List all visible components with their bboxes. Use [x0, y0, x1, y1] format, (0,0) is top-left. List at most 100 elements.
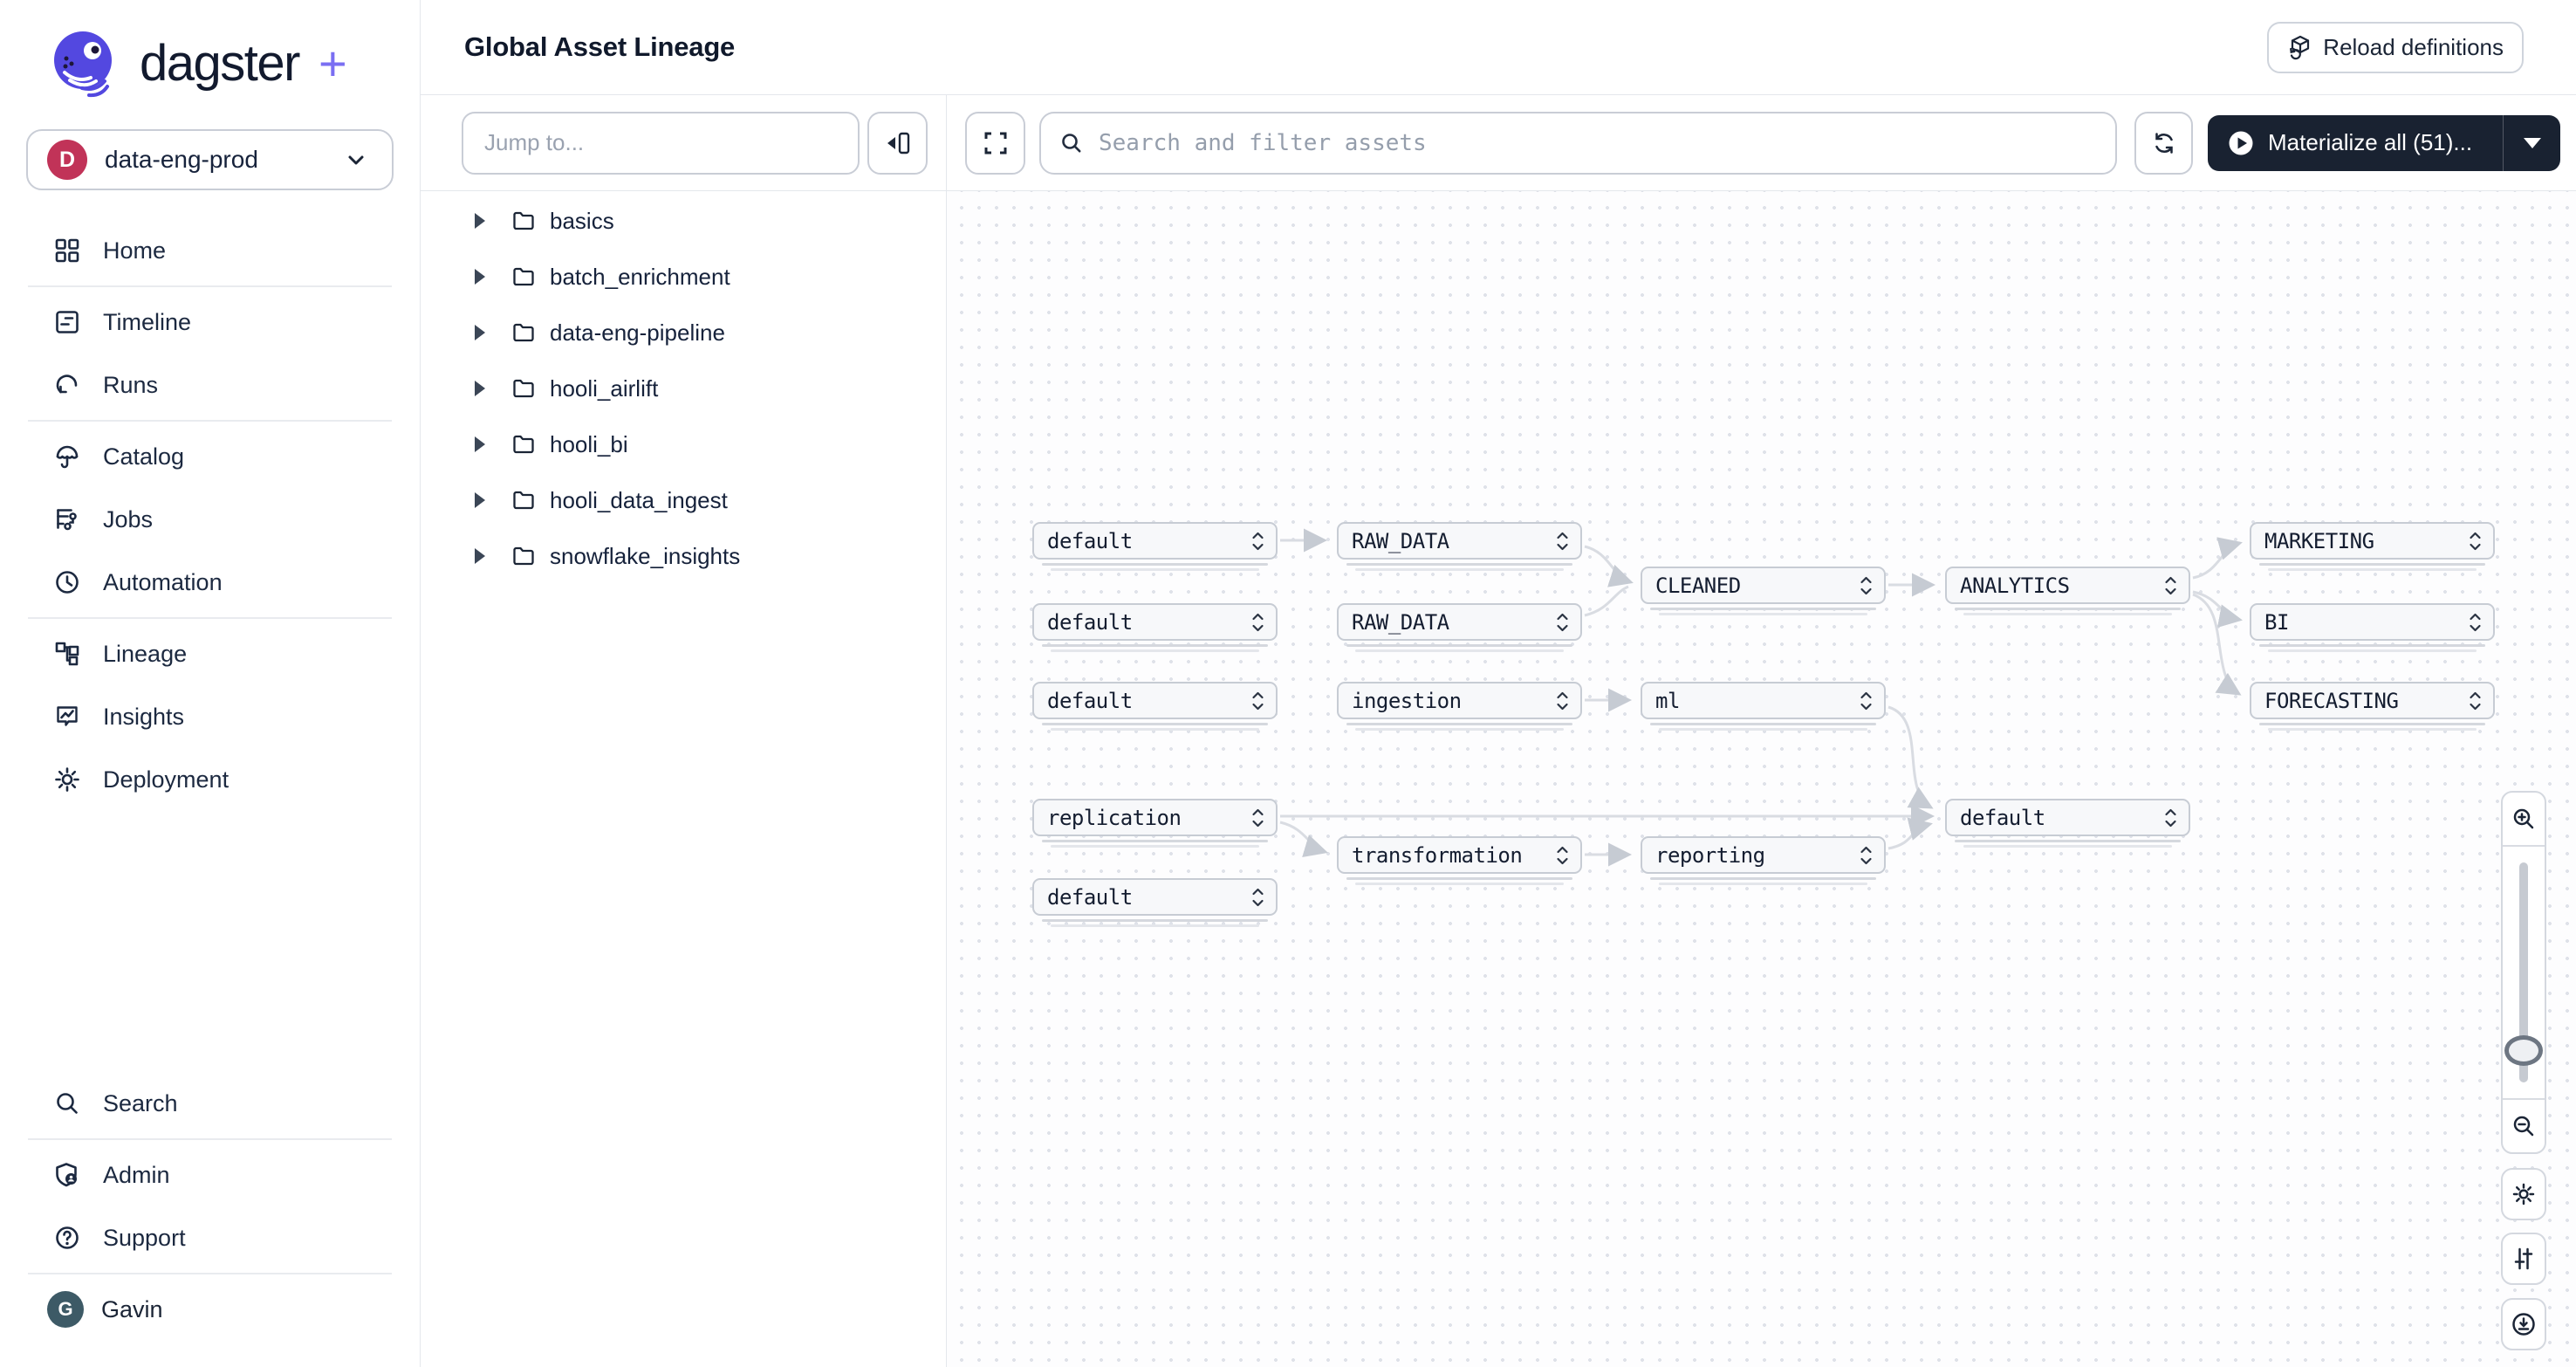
node-label: RAW_DATA [1352, 609, 1449, 635]
folder-icon [513, 267, 534, 286]
asset-group-node[interactable]: RAW_DATA [1337, 522, 1582, 571]
graph-toolbar: Materialize all (51)... [947, 95, 2576, 190]
asset-group-node[interactable]: default [1032, 682, 1278, 731]
zoom-slider-knob[interactable] [2504, 1035, 2543, 1066]
lineage-graph-canvas[interactable]: default RAW_DATA MARKETING CLEANED ANALY… [947, 191, 2576, 1367]
jobs-icon [57, 509, 77, 531]
sidebar-item-catalog[interactable]: Catalog [0, 425, 420, 488]
asset-group-node[interactable]: MARKETING [2250, 522, 2495, 571]
asset-group-tree: basics batch_enrichment data-eng-pipelin… [421, 191, 947, 1367]
sidebar-item-automation[interactable]: Automation [0, 551, 420, 614]
zoom-out-button[interactable] [2503, 1098, 2545, 1152]
chevron-down-icon [343, 147, 369, 173]
asset-group-node[interactable]: default [1032, 522, 1278, 571]
fullscreen-button[interactable] [965, 111, 1025, 175]
sidebar-item-search[interactable]: Search [0, 1072, 420, 1135]
asset-group-node[interactable]: ANALYTICS [1945, 567, 2190, 615]
asset-group-node[interactable]: transformation [1337, 836, 1582, 885]
sidebar-item-runs[interactable]: Runs [0, 354, 420, 416]
download-icon [2512, 1313, 2535, 1336]
node-label: default [1047, 884, 1133, 910]
asset-group-node[interactable]: default [1032, 603, 1278, 652]
asset-search-input[interactable] [1039, 111, 2117, 175]
download-graph-button[interactable] [2501, 1298, 2546, 1350]
unfold-icon [1557, 613, 1568, 631]
sidebar-item-admin[interactable]: Admin [0, 1144, 420, 1206]
caret-right-icon [475, 436, 485, 452]
tree-item-batch-enrichment[interactable]: batch_enrichment [421, 249, 946, 305]
asset-group-node[interactable]: replication [1032, 799, 1278, 848]
tree-item-hooli-data-ingest[interactable]: hooli_data_ingest [421, 472, 946, 528]
node-label: RAW_DATA [1352, 528, 1449, 553]
asset-group-node[interactable]: ingestion [1337, 682, 1582, 731]
deployment-switcher[interactable]: D data-eng-prod [26, 129, 394, 190]
clock-icon [56, 571, 79, 594]
insights-icon [57, 706, 78, 726]
asset-group-node[interactable]: FORECASTING [2250, 682, 2495, 731]
tree-item-data-eng-pipeline[interactable]: data-eng-pipeline [421, 305, 946, 361]
asset-group-node[interactable]: default [1945, 799, 2190, 848]
asset-group-node[interactable]: reporting [1641, 836, 1886, 885]
zoom-in-icon [2513, 808, 2534, 829]
unfold-icon [2470, 532, 2481, 550]
logo[interactable]: dagster + [44, 31, 420, 98]
catalog-icon [56, 445, 79, 469]
sidebar-item-label: Timeline [103, 308, 192, 335]
asset-group-node[interactable]: default [1032, 878, 1278, 927]
sidebar-item-deployment[interactable]: Deployment [0, 748, 420, 811]
collapse-panel-button[interactable] [867, 111, 928, 175]
asset-group-node[interactable]: ml [1641, 682, 1886, 731]
user-avatar: G [47, 1291, 84, 1328]
graph-settings-button[interactable] [2501, 1168, 2546, 1220]
sidebar-item-timeline[interactable]: Timeline [0, 291, 420, 354]
sidebar-item-label: Runs [103, 371, 159, 398]
tree-item-basics[interactable]: basics [421, 193, 946, 249]
tree-item-label: hooli_bi [550, 430, 628, 457]
help-icon [56, 1226, 79, 1249]
caret-right-icon [475, 492, 485, 508]
tree-item-snowflake-insights[interactable]: snowflake_insights [421, 528, 946, 584]
deployment-name: data-eng-prod [105, 146, 258, 173]
page-title: Global Asset Lineage [464, 31, 736, 62]
jump-to-input[interactable] [462, 111, 860, 175]
caret-right-icon [475, 269, 485, 285]
refresh-icon [2155, 132, 2173, 154]
sidebar-item-label: Jobs [103, 505, 154, 532]
sidebar-item-jobs[interactable]: Jobs [0, 488, 420, 551]
tree-item-hooli-airlift[interactable]: hooli_airlift [421, 361, 946, 416]
asset-group-node[interactable]: CLEANED [1641, 567, 1886, 615]
sidebar-item-label: Deployment [103, 766, 230, 793]
asset-search [1039, 111, 2117, 175]
sidebar-item-home[interactable]: Home [0, 219, 420, 282]
materialize-dropdown-button[interactable] [2503, 114, 2560, 171]
sidebar-nav: Home Timeline Runs [0, 219, 420, 1367]
divider [28, 285, 392, 287]
sidebar-item-lineage[interactable]: Lineage [0, 622, 420, 685]
node-label: ANALYTICS [1960, 573, 2070, 598]
user-menu[interactable]: G Gavin [0, 1278, 420, 1341]
sidebar-item-insights[interactable]: Insights [0, 685, 420, 748]
deployment-avatar: D [47, 140, 87, 180]
brand-wordmark: dagster [140, 34, 300, 92]
reload-definitions-button[interactable]: Reload definitions [2267, 21, 2524, 73]
sidebar-item-support[interactable]: Support [0, 1206, 420, 1269]
caret-down-icon [2523, 137, 2541, 148]
search-icon [1058, 130, 1085, 156]
zoom-slider-track[interactable] [2519, 862, 2528, 1082]
materialize-all-label: Materialize all (51)... [2268, 129, 2473, 155]
tree-item-hooli-bi[interactable]: hooli_bi [421, 416, 946, 472]
asset-group-node[interactable]: RAW_DATA [1337, 603, 1582, 652]
zoom-slider[interactable] [2503, 847, 2545, 1098]
sidebar-item-label: Home [103, 237, 167, 264]
materialize-all-button[interactable]: Materialize all (51)... [2208, 115, 2503, 171]
unfold-icon [1557, 532, 1568, 550]
lineage-edges [1279, 528, 2243, 867]
node-label: ml [1655, 688, 1680, 713]
asset-group-node[interactable]: BI [2250, 603, 2495, 652]
lineage-icon [55, 642, 79, 666]
zoom-in-button[interactable] [2503, 793, 2545, 847]
unfold-icon [1860, 576, 1872, 594]
graph-filters-button[interactable] [2501, 1233, 2546, 1285]
sidebar-bottom-group: Search Admin [0, 1072, 420, 1367]
refresh-button[interactable] [2134, 111, 2193, 175]
